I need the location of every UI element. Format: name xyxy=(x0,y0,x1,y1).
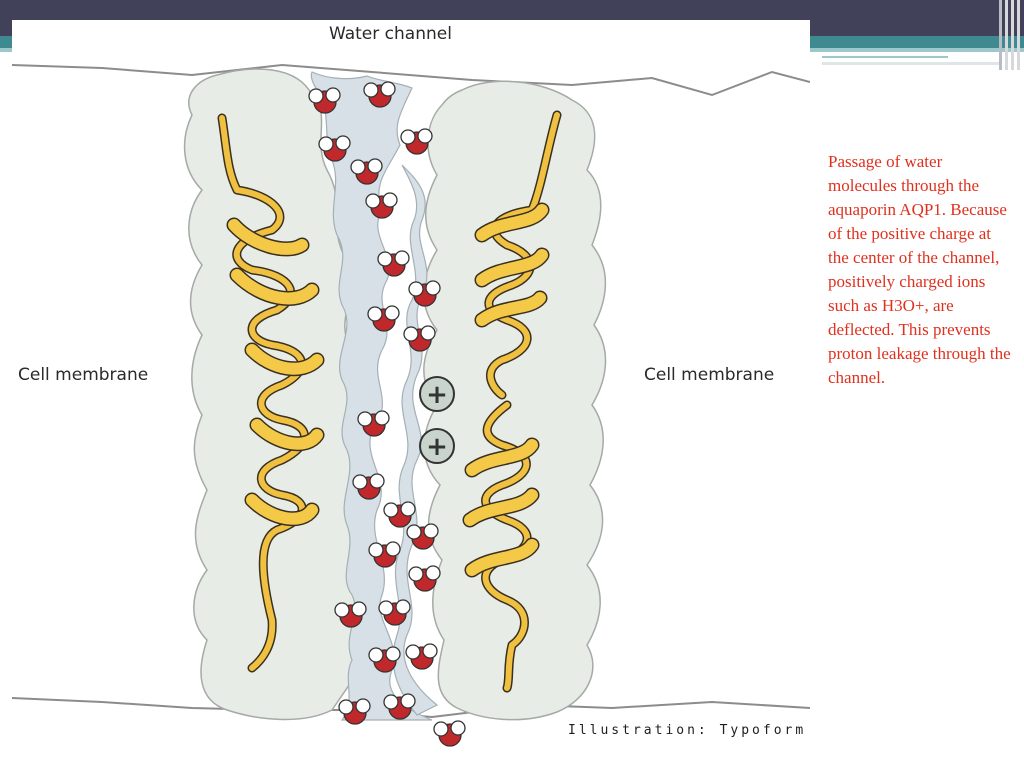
positive-charge-label: + xyxy=(426,432,448,462)
water-molecule-icon xyxy=(433,720,466,747)
slide-caption: Passage of water molecules through the a… xyxy=(828,152,1011,387)
water-molecule-icon xyxy=(400,128,433,155)
water-molecule-icon xyxy=(405,643,438,670)
slide-accent-line xyxy=(822,56,948,58)
figure-title: Water channel xyxy=(329,24,452,44)
slide-accent-line-secondary xyxy=(822,62,1002,65)
membrane-top-line xyxy=(12,63,810,97)
positive-charge-icon: + xyxy=(419,376,455,412)
cell-membrane-label-left: Cell membrane xyxy=(18,365,149,385)
alpha-helix-icon xyxy=(217,113,325,673)
slide-corner-decoration xyxy=(984,0,1024,70)
positive-charge-label: + xyxy=(426,380,448,410)
aquaporin-illustration: + + xyxy=(12,63,810,747)
aquaporin-figure: + + xyxy=(12,20,810,760)
alpha-helix-icon xyxy=(462,110,562,693)
cell-membrane-label-right: Cell membrane xyxy=(644,365,775,385)
positive-charge-icon: + xyxy=(419,428,455,464)
illustration-credit: Illustration: Typoform xyxy=(568,723,807,738)
